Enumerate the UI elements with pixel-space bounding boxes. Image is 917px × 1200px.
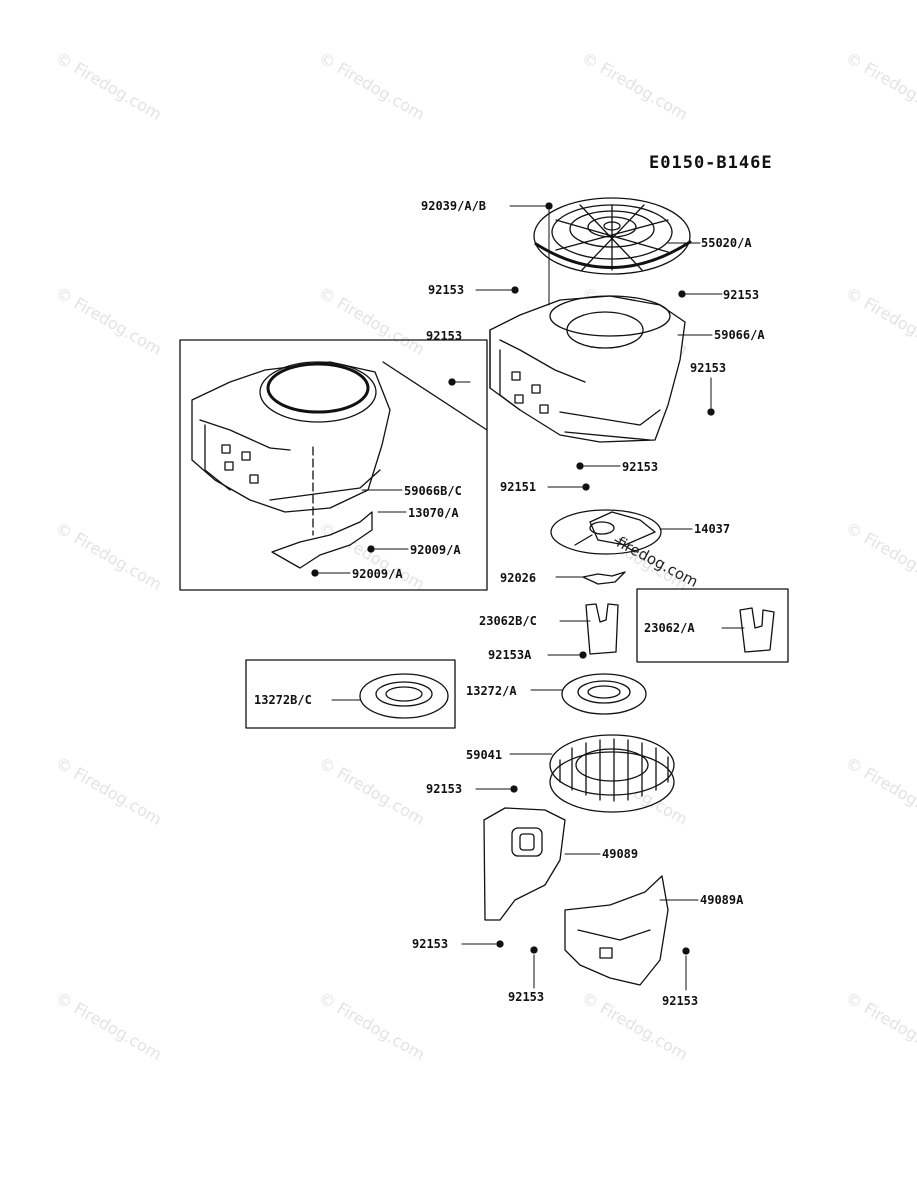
- part-label-55020[interactable]: 55020/A: [701, 236, 752, 250]
- part-label-13070[interactable]: 13070/A: [408, 506, 459, 520]
- part-label-92153[interactable]: 92153: [622, 460, 659, 474]
- part-label-92153[interactable]: 92153: [723, 288, 760, 302]
- inset-box-23062a: [636, 588, 789, 663]
- part-label-92153[interactable]: 92153: [428, 283, 465, 297]
- grille-screen-55020: [533, 197, 692, 275]
- part-label-13272a[interactable]: 13272/A: [466, 684, 517, 698]
- blower-shroud-59066bc: [191, 361, 391, 536]
- plate-13272bc: [359, 673, 449, 719]
- clip-92026: [582, 571, 626, 585]
- part-label-92153[interactable]: 92153: [690, 361, 727, 375]
- part-label-92153[interactable]: 92153: [426, 782, 463, 796]
- part-label-92009[interactable]: 92009/A: [352, 567, 403, 581]
- cover-49089: [483, 807, 566, 921]
- part-label-92151[interactable]: 92151: [500, 480, 537, 494]
- diagram-code: E0150-B146E: [649, 153, 773, 173]
- plate-13272a: [561, 673, 647, 715]
- cooling-fan-59041: [549, 734, 675, 813]
- part-label-92153a[interactable]: 92153A: [488, 648, 532, 662]
- bracket-23062bc: [585, 603, 619, 655]
- part-label-92153[interactable]: 92153: [426, 329, 463, 343]
- part-label-92039[interactable]: 92039/A/B: [421, 199, 487, 213]
- part-label-59066[interactable]: 59066/A: [714, 328, 765, 342]
- part-label-23062a[interactable]: 23062/A: [644, 621, 695, 635]
- part-label-59041[interactable]: 59041: [466, 748, 503, 762]
- cover-49089a: [564, 875, 669, 986]
- inset-box-13272bc: [245, 659, 456, 729]
- inset-box-shroud-variant: [179, 339, 488, 591]
- inset-leader-line: [382, 361, 488, 431]
- part-label-13272bc[interactable]: 13272B/C: [254, 693, 312, 707]
- part-label-49089[interactable]: 49089: [602, 847, 639, 861]
- guard-13070: [271, 511, 373, 569]
- part-label-49089a[interactable]: 49089A: [700, 893, 744, 907]
- fan-disc-14037: [550, 509, 662, 555]
- blower-shroud-59066: [489, 295, 686, 443]
- part-label-92153[interactable]: 92153: [662, 994, 699, 1008]
- part-label-92153[interactable]: 92153: [412, 937, 449, 951]
- bracket-23062a: [739, 607, 775, 653]
- part-label-92026[interactable]: 92026: [500, 571, 537, 585]
- part-label-92153[interactable]: 92153: [508, 990, 545, 1004]
- part-label-92009[interactable]: 92009/A: [410, 543, 461, 557]
- part-label-14037[interactable]: 14037: [694, 522, 731, 536]
- part-label-59066bc[interactable]: 59066B/C: [404, 484, 462, 498]
- part-label-23062bc[interactable]: 23062B/C: [479, 614, 537, 628]
